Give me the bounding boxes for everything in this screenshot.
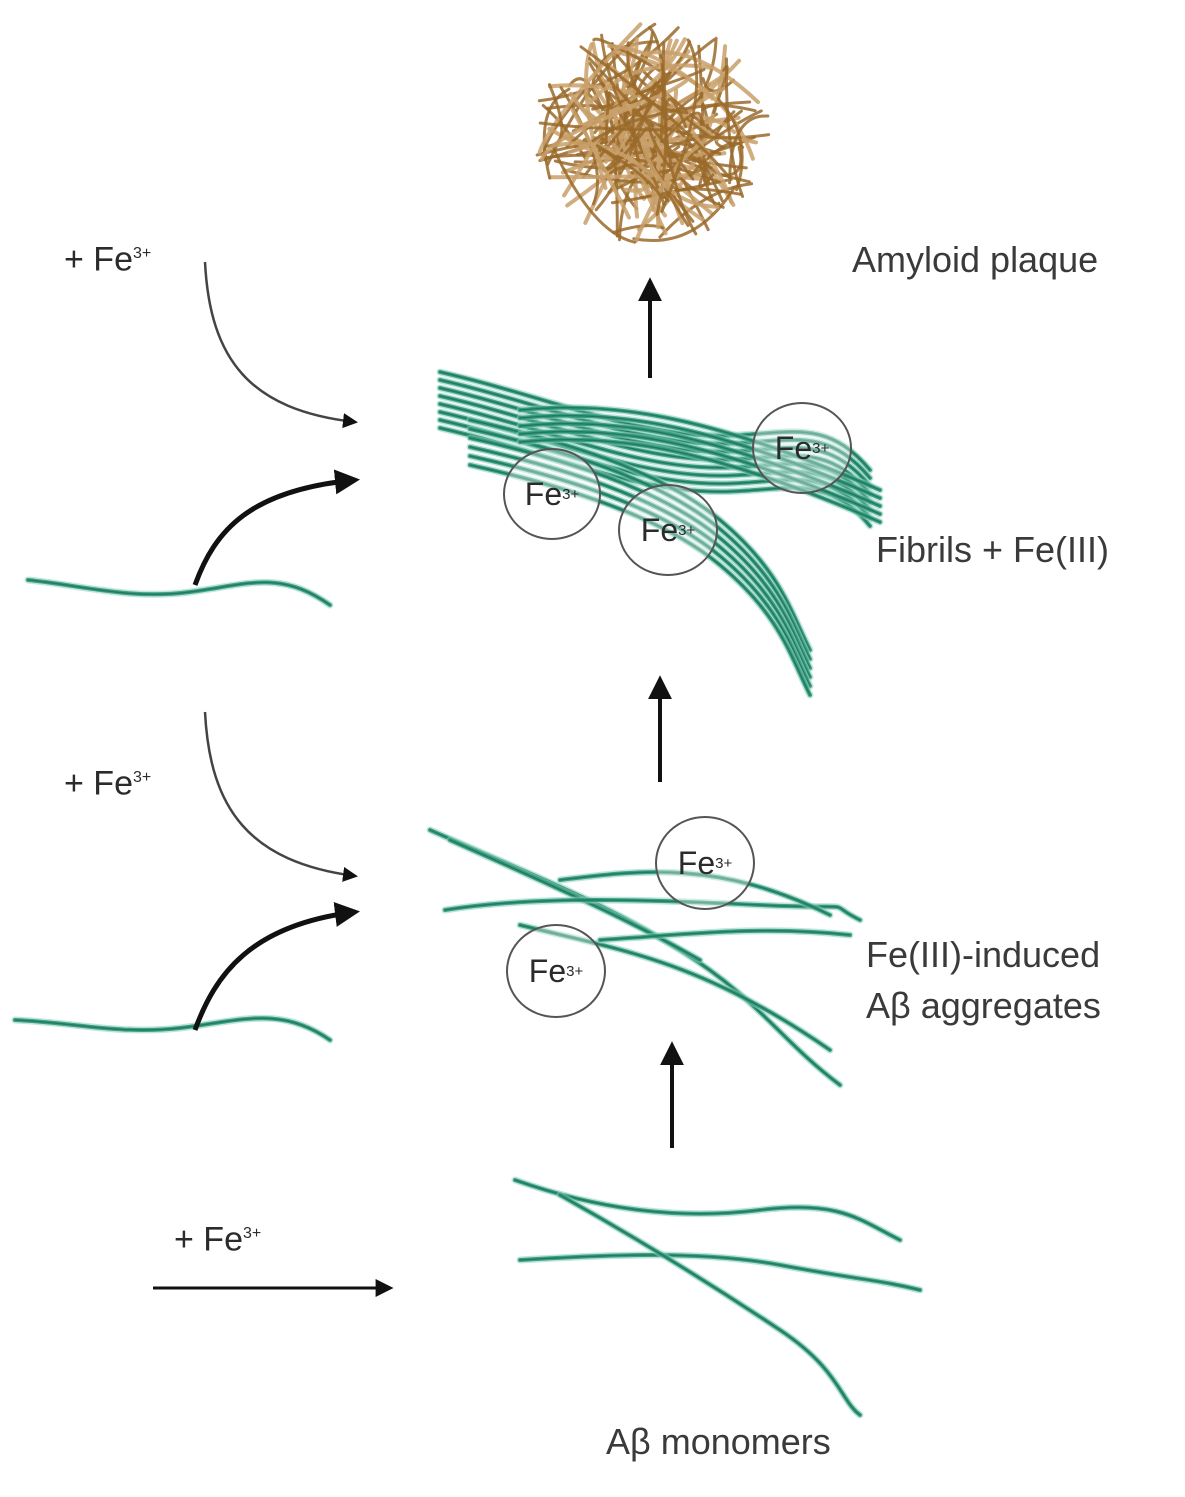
label-aggregates-line2: Aβ aggregates	[866, 985, 1101, 1026]
reagent-text: + Fe	[174, 1220, 243, 1259]
fibril-strand	[519, 1254, 921, 1291]
fibril-strand	[599, 929, 851, 941]
plaque-fiber	[587, 100, 752, 145]
plaque-fiber	[642, 50, 760, 105]
monomer-join-arrow-middle	[192, 902, 360, 1031]
reagent-text: + Fe	[64, 764, 133, 803]
ion-symbol: Fe	[774, 429, 813, 466]
plaque-fiber	[635, 68, 706, 96]
plaque-fiber	[632, 185, 736, 243]
plaque-fiber	[719, 146, 743, 177]
plaque-fiber	[555, 141, 655, 178]
ion-symbol: Fe	[524, 475, 563, 512]
plaque-fiber	[660, 38, 699, 213]
plaque-fiber	[551, 145, 637, 244]
fibril-strand	[516, 1251, 924, 1294]
ion-charge: 3+	[678, 521, 696, 539]
plaque-fiber	[584, 42, 608, 190]
plaque-fiber	[542, 87, 571, 180]
plaque-fiber	[662, 187, 743, 199]
reagent-charge: 3+	[132, 769, 152, 786]
reagent-label-middle: + Fe3+	[64, 756, 151, 805]
plaque-fiber	[689, 141, 745, 177]
aggregates-strands	[426, 826, 864, 1089]
fe-arrow-upper	[203, 261, 358, 429]
ion-symbol: Fe	[528, 952, 567, 989]
monomer-strands	[511, 1176, 924, 1419]
plaque-fiber	[579, 45, 733, 181]
ion-symbol: Fe	[677, 844, 716, 881]
reagent-label-upper: + Fe3+	[64, 232, 151, 281]
fibril-strand	[519, 438, 881, 523]
plaque-fiber	[581, 38, 716, 179]
label-monomers: Aβ monomers	[606, 1421, 831, 1462]
reagent-charge: 3+	[242, 1225, 262, 1242]
side-monomer-lower	[11, 1014, 334, 1044]
plaque-fiber	[724, 57, 745, 198]
plaque-fiber	[539, 104, 637, 162]
ion-charge: 3+	[812, 439, 830, 457]
label-amyloid-plaque: Amyloid plaque	[852, 239, 1099, 280]
ion-symbol: Fe	[640, 511, 679, 548]
ion-charge: 3+	[566, 962, 584, 980]
plaque-fiber	[595, 144, 666, 206]
reagent-label-bottom: + Fe3+	[174, 1212, 261, 1261]
reagent-charge: 3+	[132, 245, 152, 262]
ion-charge: 3+	[562, 485, 580, 503]
plaque-fiber	[603, 78, 689, 115]
fibril-strand	[559, 1194, 861, 1416]
fibril-strand	[444, 899, 861, 921]
plaque-fiber	[588, 57, 695, 181]
plaque-fiber	[537, 22, 643, 155]
amyloid-plaque-tangle	[535, 22, 771, 244]
plaque-fiber	[607, 43, 715, 101]
plaque-fiber	[589, 63, 712, 103]
plaque-fiber	[658, 182, 754, 239]
plaque-fiber	[701, 77, 735, 93]
fibril-strand	[27, 579, 331, 606]
label-fibrils-fe: Fibrils + Fe(III)	[876, 529, 1110, 570]
monomer-join-arrow-upper	[192, 469, 360, 586]
ion-charge: 3+	[715, 854, 733, 872]
fe-arrow-middle	[203, 711, 358, 882]
fibril-strand	[556, 1191, 864, 1419]
plaque-fiber	[634, 138, 708, 243]
label-aggregates-line1: Fe(III)-induced	[866, 934, 1101, 975]
plaque-fiber	[538, 121, 664, 132]
reagent-text: + Fe	[64, 240, 133, 279]
plaque-fiber	[661, 41, 698, 236]
fibril-strand	[514, 1179, 901, 1241]
fibril-strand	[14, 1017, 331, 1041]
side-monomer-upper	[24, 576, 334, 609]
fibril-strand	[558, 1193, 862, 1417]
fibril-strand	[511, 1176, 904, 1244]
plaque-fiber	[717, 98, 744, 192]
